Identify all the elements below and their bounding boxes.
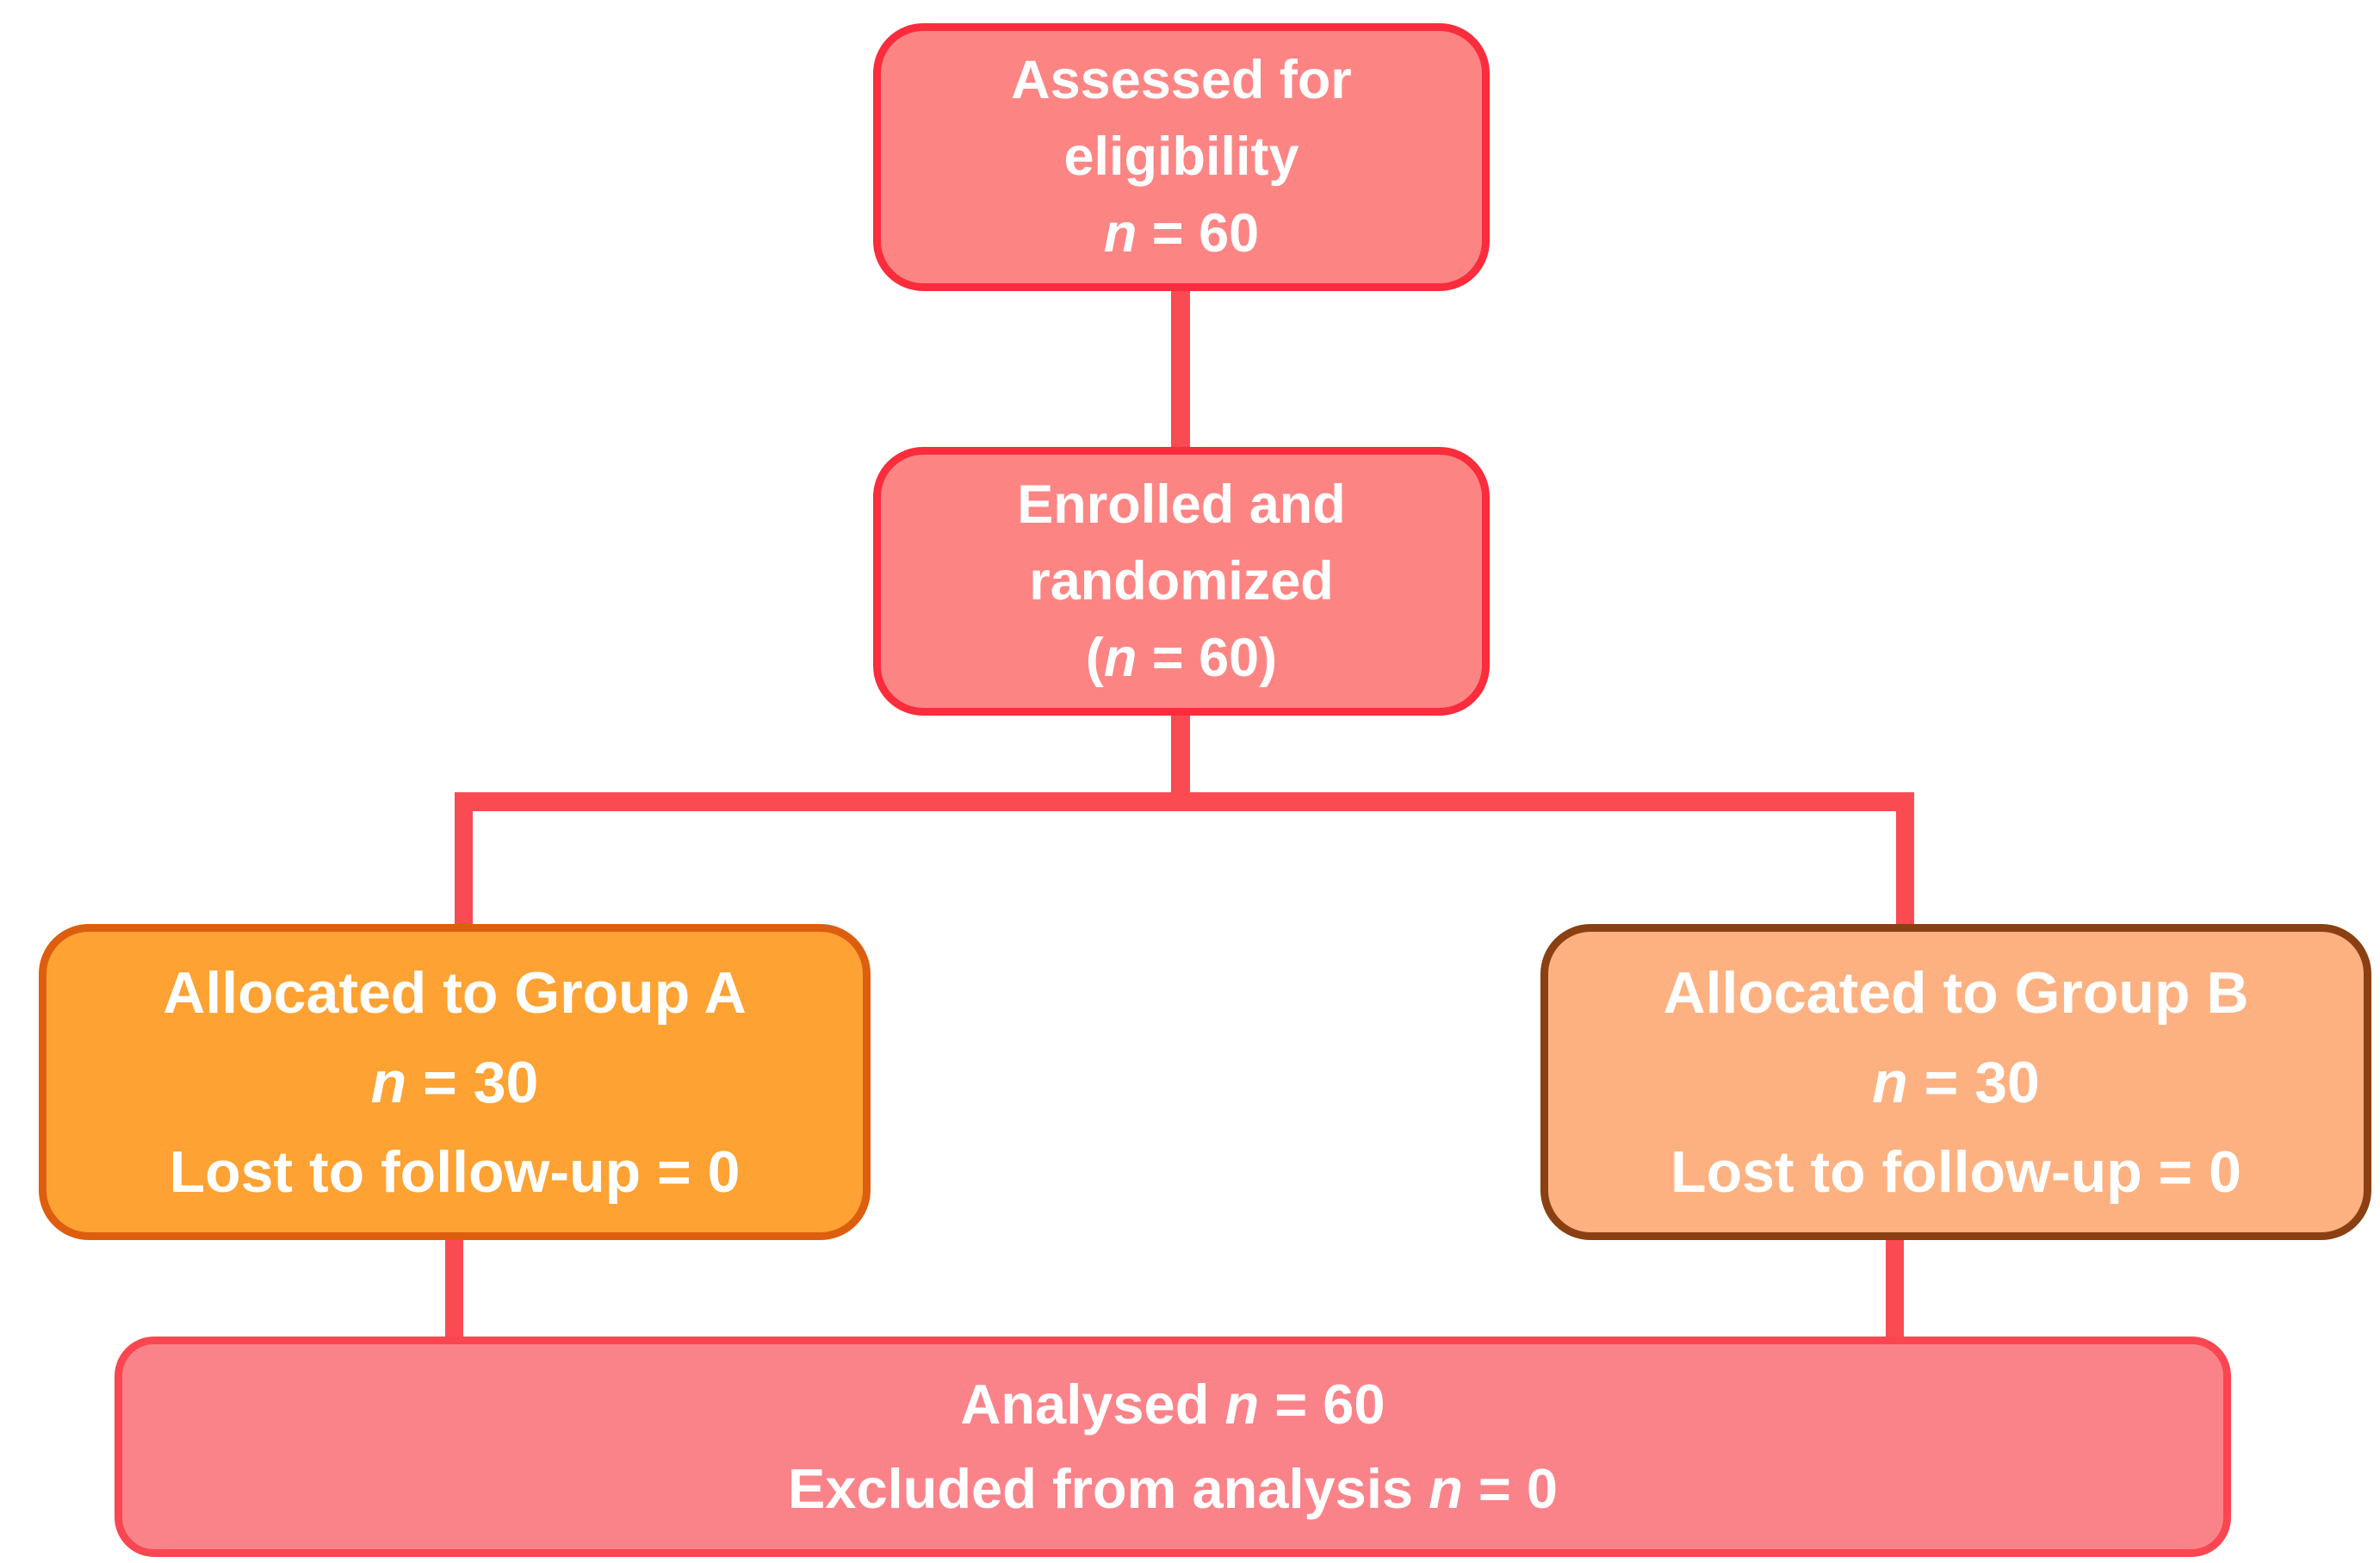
assessed-line-3: n = 60 — [1104, 195, 1259, 272]
n-symbol: n — [1103, 203, 1137, 264]
group-b-line-3: Lost to follow-up = 0 — [1670, 1138, 2241, 1205]
connector-group-a-to-analysed — [445, 1231, 463, 1348]
connector-branch-horizontal — [455, 792, 1914, 811]
connector-assessed-to-enrolled — [1171, 284, 1190, 456]
analysed-line-1: Analysed n = 60 — [960, 1362, 1385, 1447]
enrolled-line-1: Enrolled and — [1017, 474, 1346, 535]
group-a-node: Allocated to Group A n = 30 Lost to foll… — [39, 924, 871, 1240]
analysed-node: Analysed n = 60 Excluded from analysis n… — [115, 1337, 2231, 1557]
group-b-line-2: n = 30 — [1872, 1038, 2040, 1127]
connector-enrolled-to-branch — [1171, 708, 1190, 803]
group-b-node: Allocated to Group B n = 30 Lost to foll… — [1540, 924, 2371, 1240]
group-a-line-2: n = 30 — [371, 1038, 539, 1127]
enrolled-line-3: (n = 60) — [1086, 620, 1277, 697]
assessed-line-1: Assessed for — [1011, 50, 1352, 110]
n-value: = 60 — [1137, 203, 1260, 264]
analysed-line-2: Excluded from analysis n = 0 — [788, 1447, 1558, 1531]
n-value: = 30 — [406, 1049, 539, 1115]
connector-group-b-to-analysed — [1886, 1231, 1904, 1348]
n-symbol: n — [1103, 627, 1137, 688]
connector-branch-to-group-b — [1896, 792, 1914, 932]
assessed-line-2: eligibility — [1063, 127, 1299, 187]
excluded-label: Excluded from analysis — [787, 1457, 1429, 1520]
n-value: = 60) — [1137, 627, 1278, 688]
n-value: = 30 — [1907, 1049, 2040, 1115]
n-symbol: n — [1224, 1373, 1260, 1436]
n-value: = 0 — [1462, 1457, 1559, 1520]
n-symbol: n — [1429, 1457, 1463, 1520]
group-b-line-1: Allocated to Group B — [1663, 959, 2249, 1026]
n-value: = 60 — [1259, 1373, 1385, 1436]
group-a-line-3: Lost to follow-up = 0 — [169, 1138, 741, 1205]
paren-open: ( — [1085, 627, 1104, 688]
analysed-label: Analysed — [960, 1373, 1225, 1436]
assessed-node: Assessed for eligibility n = 60 — [873, 23, 1490, 291]
enrolled-line-2: randomized — [1029, 550, 1334, 611]
enrolled-node: Enrolled and randomized (n = 60) — [873, 447, 1490, 716]
group-a-line-1: Allocated to Group A — [163, 959, 747, 1026]
n-symbol: n — [370, 1049, 407, 1115]
connector-branch-to-group-a — [455, 792, 473, 932]
n-symbol: n — [1872, 1049, 1908, 1115]
